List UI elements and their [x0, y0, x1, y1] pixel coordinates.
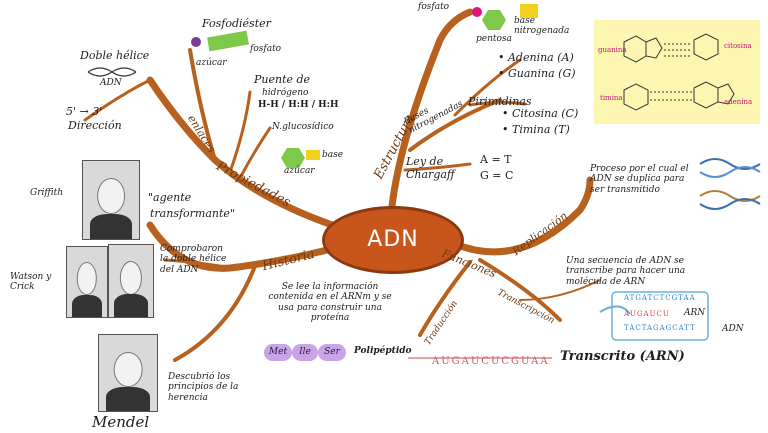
label-gc: G = C	[480, 169, 514, 182]
label-hidrogeno: hidrógeno	[262, 88, 309, 98]
label-ley-chargaff: Ley de Chargaff	[406, 155, 455, 181]
label-puente-de: Puente de	[254, 73, 311, 86]
label-se-lee: Se lee la información contenida en el AR…	[268, 282, 392, 324]
label-fosfato-2: fosfato	[418, 2, 450, 12]
label-adenina: • Adenina (A)	[498, 51, 574, 64]
label-base: base	[322, 150, 344, 160]
label-adn-box: ADN	[722, 324, 744, 334]
peptide-met: Met	[264, 344, 292, 361]
label-timina: • Timina (T)	[502, 123, 570, 136]
photo-griffith	[82, 160, 140, 240]
label-comprobaron: Comprobaron la doble hélice del ADN	[160, 244, 227, 275]
seq-adn-top: ATGATCTCGTAA	[624, 294, 696, 302]
base-pairs-note: guanina citosina timina adenina	[594, 20, 760, 124]
label-mendel: Mendel	[92, 413, 150, 431]
label-proceso: Proceso por el cual el ADN se duplica pa…	[590, 164, 689, 195]
label-adn-helix: ADN	[100, 78, 122, 88]
label-arn: ARN	[684, 308, 706, 318]
label-polipeptido: Polipéptido	[354, 346, 412, 356]
label-direccion-numbers: 5' → 3'	[66, 105, 103, 118]
label-at: A = T	[480, 153, 512, 166]
photo-watson	[66, 246, 108, 318]
label-pirimidinas: Pirimidinas	[468, 95, 532, 108]
photo-crick	[108, 244, 154, 318]
label-guanina: • Guanina (G)	[498, 67, 576, 80]
label-citosina: • Citosina (C)	[502, 107, 579, 120]
label-transcrito: Transcrito (ARN)	[560, 349, 685, 364]
label-timina-chem: timina	[600, 94, 623, 102]
label-fosfato-1: fosfato	[250, 44, 282, 54]
label-citosina-chem: citosina	[724, 42, 752, 50]
peptide-ile: Ile	[292, 344, 318, 361]
peptide-ser: Ser	[318, 344, 346, 361]
label-agente: "agente	[148, 191, 192, 204]
label-h-bonds: H-H / H:H / H:H	[258, 100, 339, 110]
central-node[interactable]: ADN	[322, 206, 464, 274]
seq-adn-bottom: TACTAGAGCATT	[624, 324, 696, 332]
label-secuencia: Una secuencia de ADN se transcribe para …	[566, 256, 686, 287]
label-azucar-2: azúcar	[284, 166, 315, 176]
label-direccion: Dirección	[68, 119, 122, 132]
label-guanina-chem: guanina	[598, 46, 627, 54]
label-watson-crick: Watson y Crick	[10, 272, 52, 293]
label-descubrio: Descubrió los principios de la herencia	[168, 372, 239, 403]
photo-mendel	[98, 334, 158, 412]
seq-arn: AUGAUCU	[624, 310, 670, 318]
base-pair-structures	[623, 33, 735, 111]
label-base-nitrogenada: base nitrogenada	[514, 16, 570, 37]
label-n-glucosidico: N.glucosídico	[272, 122, 334, 132]
label-pentosa: pentosa	[476, 34, 512, 44]
label-griffith: Griffith	[30, 188, 64, 198]
label-transformante: transformante"	[150, 207, 235, 220]
label-fosfodiester: Fosfodiéster	[202, 17, 271, 30]
seq-arn-long: AUGAUCUCGUAA	[432, 356, 550, 367]
label-doble-helice: Doble hélice	[80, 49, 150, 62]
label-adenina-chem: adenina	[724, 98, 753, 106]
label-azucar-1: azúcar	[196, 58, 227, 68]
